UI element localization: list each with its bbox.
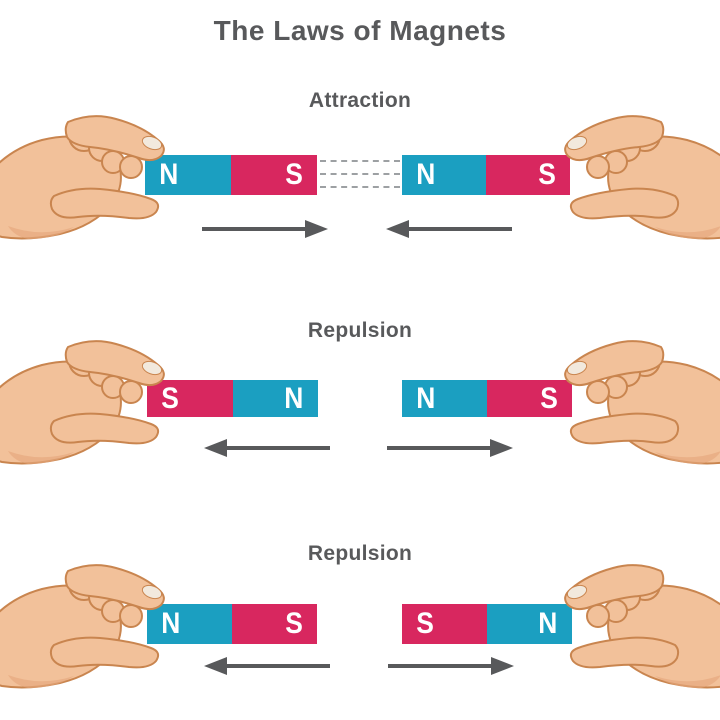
arrow-head-icon <box>204 657 227 675</box>
dashed-line <box>320 186 400 188</box>
left-hand-illustration <box>0 115 165 240</box>
magnet-half: N <box>402 380 487 417</box>
bar-magnet: S N <box>402 604 572 644</box>
pole-letter: N <box>416 381 436 415</box>
arrow-head-icon <box>305 220 328 238</box>
arrow-shaft <box>402 227 512 231</box>
magnet-half: S <box>232 604 317 644</box>
right-hand-illustration <box>564 340 720 465</box>
right-hand-illustration <box>564 115 720 240</box>
section-heading-repulsion-2: Repulsion <box>307 542 413 565</box>
arrow-shaft <box>220 446 330 450</box>
arrow-head-icon <box>386 220 409 238</box>
magnet-half: N <box>232 380 318 417</box>
arrow-head-icon <box>491 657 514 675</box>
magnet-half: S <box>402 604 487 644</box>
attraction-field-lines <box>320 160 400 199</box>
pole-letter: S <box>161 381 179 415</box>
magnet-half: N <box>487 604 572 644</box>
left-hand-illustration <box>0 564 165 689</box>
arrow-shaft <box>202 227 312 231</box>
right-hand-illustration <box>564 564 720 689</box>
bar-magnet: N S <box>145 155 317 195</box>
left-hand-illustration <box>0 340 165 465</box>
arrow-head-icon <box>490 439 513 457</box>
force-arrow-right <box>386 220 514 238</box>
pole-letter: S <box>285 607 303 640</box>
arrow-shaft <box>220 664 330 668</box>
arrow-shaft <box>387 446 497 450</box>
arrow-shaft <box>388 664 498 668</box>
magnet-half: S <box>486 155 570 195</box>
bar-magnet: N S <box>402 380 572 417</box>
magnet-half: S <box>231 155 317 195</box>
page-title: The Laws of Magnets <box>213 15 507 46</box>
magnet-half: N <box>402 155 486 195</box>
pole-letter: N <box>159 158 179 191</box>
pole-letter: N <box>538 607 558 640</box>
force-arrow-left <box>204 657 332 675</box>
pole-letter: N <box>416 158 436 191</box>
pole-letter: S <box>416 607 434 640</box>
force-arrow-left <box>204 439 332 457</box>
force-arrow-right <box>385 439 513 457</box>
dashed-line <box>320 173 400 175</box>
section-heading-attraction: Attraction <box>308 89 412 112</box>
section-heading-repulsion-1: Repulsion <box>307 319 413 342</box>
bar-magnet: S N <box>147 380 318 417</box>
pole-letter: S <box>538 158 556 191</box>
magnet-half: N <box>147 604 232 644</box>
pole-letter: S <box>540 381 558 415</box>
pole-letter: N <box>284 381 304 415</box>
force-arrow-right <box>386 657 514 675</box>
force-arrow-left <box>200 220 328 238</box>
pole-letter: N <box>161 607 181 640</box>
dashed-line <box>320 160 400 162</box>
magnet-half: S <box>487 380 572 417</box>
pole-letter: S <box>285 158 303 191</box>
magnet-half: S <box>147 380 233 417</box>
bar-magnet: N S <box>402 155 570 195</box>
bar-magnet: N S <box>147 604 317 644</box>
magnet-half: N <box>145 155 231 195</box>
arrow-head-icon <box>204 439 227 457</box>
